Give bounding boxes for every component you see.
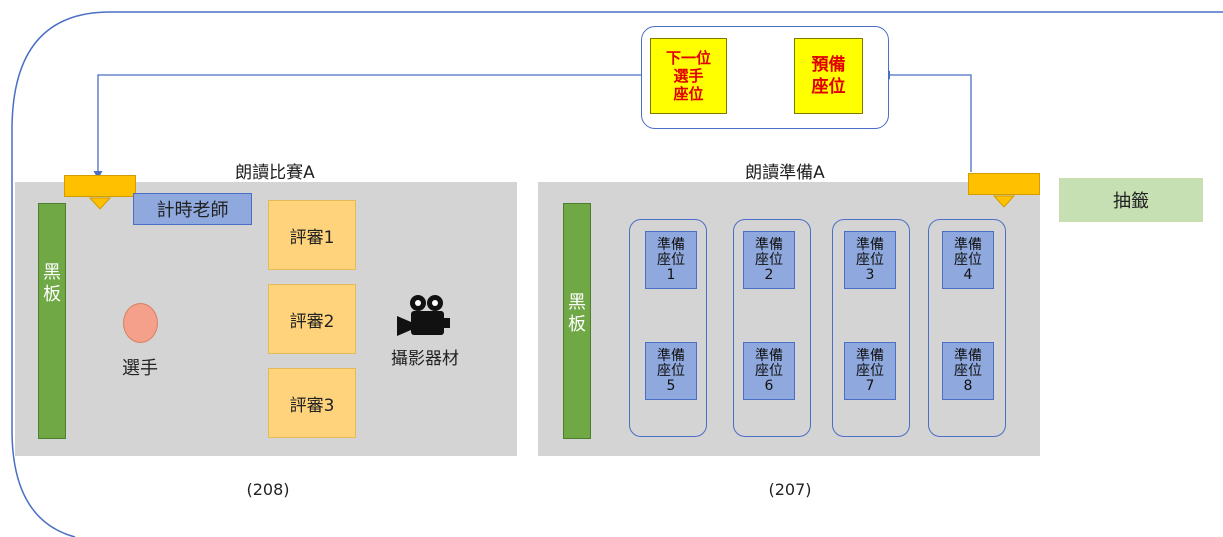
prep-room-title: 朗讀準備A: [745, 163, 825, 183]
contest-room-door: [64, 175, 136, 197]
judge-1: 評審1: [268, 200, 356, 270]
video-camera-icon: [397, 295, 450, 336]
floor-outline: [11, 11, 1223, 537]
prep-seat-7: 準備 座位 7: [844, 342, 896, 400]
arrow-to-standby: [882, 70, 972, 172]
prep-room-number: (207): [768, 480, 812, 499]
seat-group-2: [733, 219, 811, 437]
seat-group-1: [629, 219, 707, 437]
judge-3: 評審3: [268, 368, 356, 438]
timer-teacher: 計時老師: [133, 193, 252, 225]
door-arrow-icon: [89, 197, 111, 210]
standby-seat: 預備 座位: [794, 38, 863, 114]
arrow-to-contest-room: [93, 74, 645, 179]
prep-seat-3: 準備 座位 3: [844, 231, 896, 289]
judge-2: 評審2: [268, 284, 356, 354]
camera-label: 攝影器材: [391, 349, 459, 369]
seat-group-3: [832, 219, 910, 437]
prep-seat-5: 準備 座位 5: [645, 342, 697, 400]
prep-seat-6: 準備 座位 6: [743, 342, 795, 400]
prep-room-door: [968, 173, 1040, 195]
contest-blackboard: 黑 板: [38, 203, 66, 439]
prep-seat-8: 準備 座位 8: [942, 342, 994, 400]
next-player-seat: 下一位 選手 座位: [650, 38, 727, 114]
door-arrow-icon: [993, 195, 1015, 208]
prep-blackboard: 黑 板: [563, 203, 591, 439]
prep-room: [538, 182, 1040, 456]
contestant-label: 選手: [122, 358, 158, 379]
contest-room-title: 朗讀比賽A: [235, 163, 315, 183]
contestant-marker: [123, 303, 158, 343]
contest-room-number: (208): [246, 480, 290, 499]
draw-lots-box: 抽籤: [1059, 178, 1203, 222]
prep-seat-2: 準備 座位 2: [743, 231, 795, 289]
seat-group-4: [928, 219, 1006, 437]
prep-seat-4: 準備 座位 4: [942, 231, 994, 289]
prep-seat-1: 準備 座位 1: [645, 231, 697, 289]
